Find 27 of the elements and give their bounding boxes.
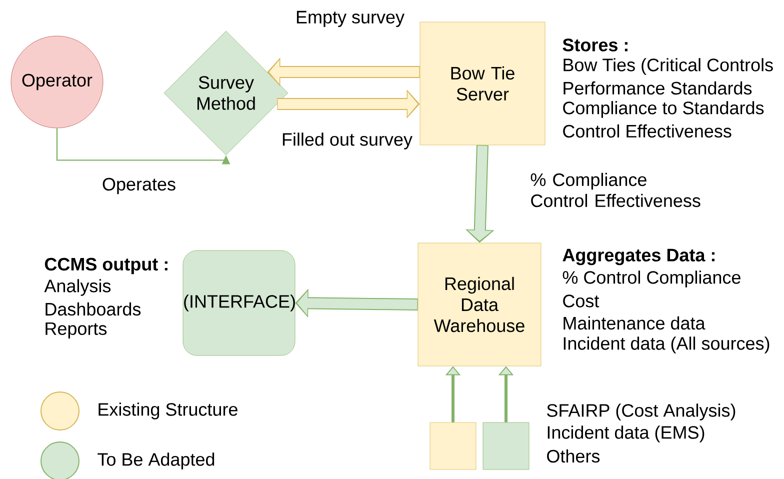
- edge-label: Operates: [102, 178, 176, 194]
- list-item: Dashboards: [46, 302, 141, 316]
- list-item: SFAIRP (Cost Analysis): [547, 404, 736, 420]
- list-item: Analysis: [44, 279, 111, 296]
- source-box: [430, 422, 476, 470]
- edge-label: Empty survey: [296, 10, 404, 28]
- process-box: Bow Tie Server: [420, 22, 546, 146]
- list-item: Incident data (EMS): [548, 426, 704, 442]
- list-item: Performance Standards: [564, 81, 752, 95]
- source-box: [482, 422, 530, 470]
- list-item: Incident data (All sources): [564, 336, 770, 354]
- list-item: Bow Ties (Critical Controls: [564, 58, 773, 75]
- list-item: Reports: [46, 322, 107, 339]
- list-item: Maintenance data: [564, 316, 706, 330]
- list-item: Others: [547, 449, 600, 463]
- legend-label: To Be Adapted: [98, 452, 214, 470]
- legend-label: Existing Structure: [98, 402, 238, 420]
- list-heading: Aggregates Data :: [562, 248, 714, 266]
- process-box: (INTERFACE): [182, 250, 296, 356]
- edge-label: % Compliance Control Effectiveness: [530, 172, 700, 208]
- process-box: Regional Data Warehouse: [418, 242, 542, 366]
- list-heading: Stores :: [562, 38, 628, 52]
- list-item: Compliance to Standards: [563, 101, 764, 118]
- list-item: Cost: [563, 294, 600, 308]
- list-item: % Control Compliance: [562, 270, 740, 288]
- list-item: Control Effectiveness: [563, 124, 732, 138]
- list-heading: CCMS output :: [44, 258, 168, 274]
